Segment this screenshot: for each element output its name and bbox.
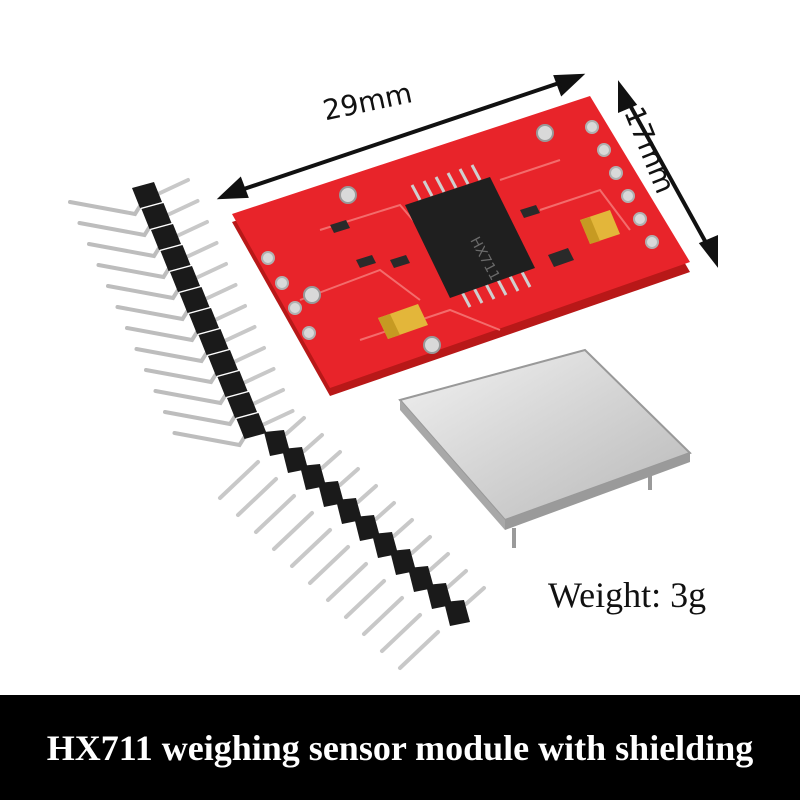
straight-pin-header	[218, 416, 486, 670]
left-pin-pads	[261, 251, 316, 340]
header-pin	[87, 220, 209, 259]
header-pin	[153, 367, 276, 406]
right-pin-pads	[585, 120, 659, 249]
header-pin	[134, 325, 257, 364]
tantalum-capacitor	[378, 304, 428, 339]
length-dimension-arrow	[216, 73, 586, 200]
header-pin	[96, 241, 219, 280]
shielding-cover	[398, 348, 692, 548]
header-pin	[344, 535, 432, 619]
header-pin	[144, 346, 266, 385]
header-pin	[125, 304, 247, 343]
header-pin	[398, 586, 486, 670]
header-pin	[115, 283, 238, 322]
header-pin	[106, 262, 228, 301]
caption-text: HX711 weighing sensor module with shield…	[46, 727, 754, 768]
caption-banner: HX711 weighing sensor module with shield…	[0, 695, 800, 800]
weight-label: Weight: 3g	[548, 575, 707, 615]
tantalum-capacitor	[580, 210, 620, 244]
hx711-pcb: HX711	[232, 96, 690, 396]
right-angle-pin-header	[68, 178, 295, 448]
hx711-chip: HX711	[405, 164, 535, 308]
width-dimension-arrow	[618, 80, 718, 268]
header-pin	[163, 388, 285, 427]
header-pin	[77, 199, 200, 238]
header-pin	[172, 409, 295, 448]
header-pin	[68, 178, 190, 217]
